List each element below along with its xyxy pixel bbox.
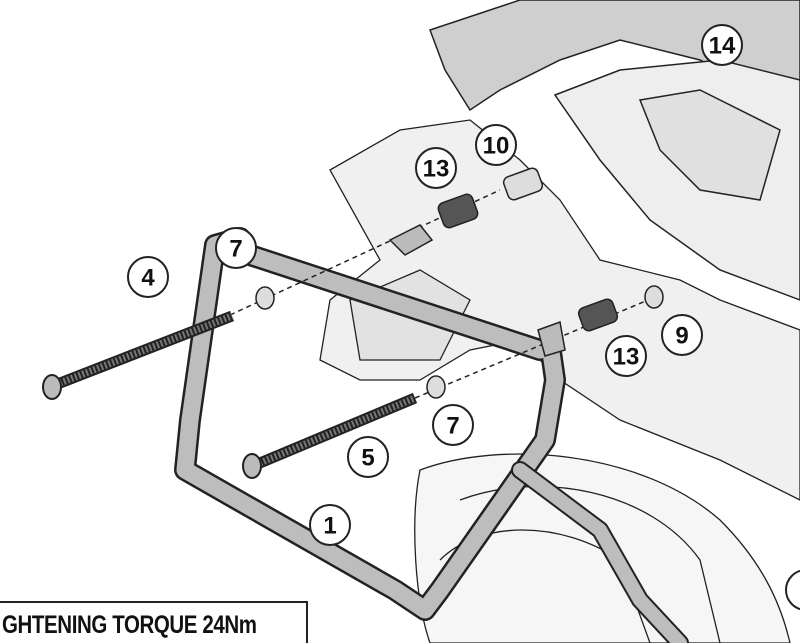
svg-text:4: 4 [141, 265, 155, 292]
torque-note-box: GHTENING TORQUE 24Nm [0, 601, 308, 643]
bolt-4 [42, 310, 234, 400]
svg-text:9: 9 [675, 323, 688, 350]
svg-text:13: 13 [423, 156, 450, 183]
svg-text:10: 10 [483, 133, 510, 160]
torque-note-text: GHTENING TORQUE 24Nm [2, 611, 257, 639]
svg-text:1: 1 [323, 513, 336, 540]
bolt-5 [242, 392, 418, 479]
svg-text:7: 7 [229, 236, 242, 263]
callout-9: 9 [661, 314, 703, 356]
svg-text:14: 14 [709, 33, 736, 60]
callout-7-lower: 7 [432, 404, 474, 446]
svg-text:7: 7 [446, 413, 459, 440]
callout-13-lower: 13 [605, 335, 647, 377]
callout-14: 14 [701, 24, 743, 66]
callout-5: 5 [347, 436, 389, 478]
callout-13-upper: 13 [415, 147, 457, 189]
callout-1: 1 [309, 504, 351, 546]
svg-text:13: 13 [613, 344, 640, 371]
rear-rack-drawing [429, 0, 800, 301]
callout-7-upper: 7 [215, 227, 257, 269]
washers-and-spacers [255, 167, 664, 399]
callout-partial-right [785, 569, 800, 611]
callout-4: 4 [127, 256, 169, 298]
callout-10: 10 [475, 124, 517, 166]
svg-text:5: 5 [361, 445, 374, 472]
